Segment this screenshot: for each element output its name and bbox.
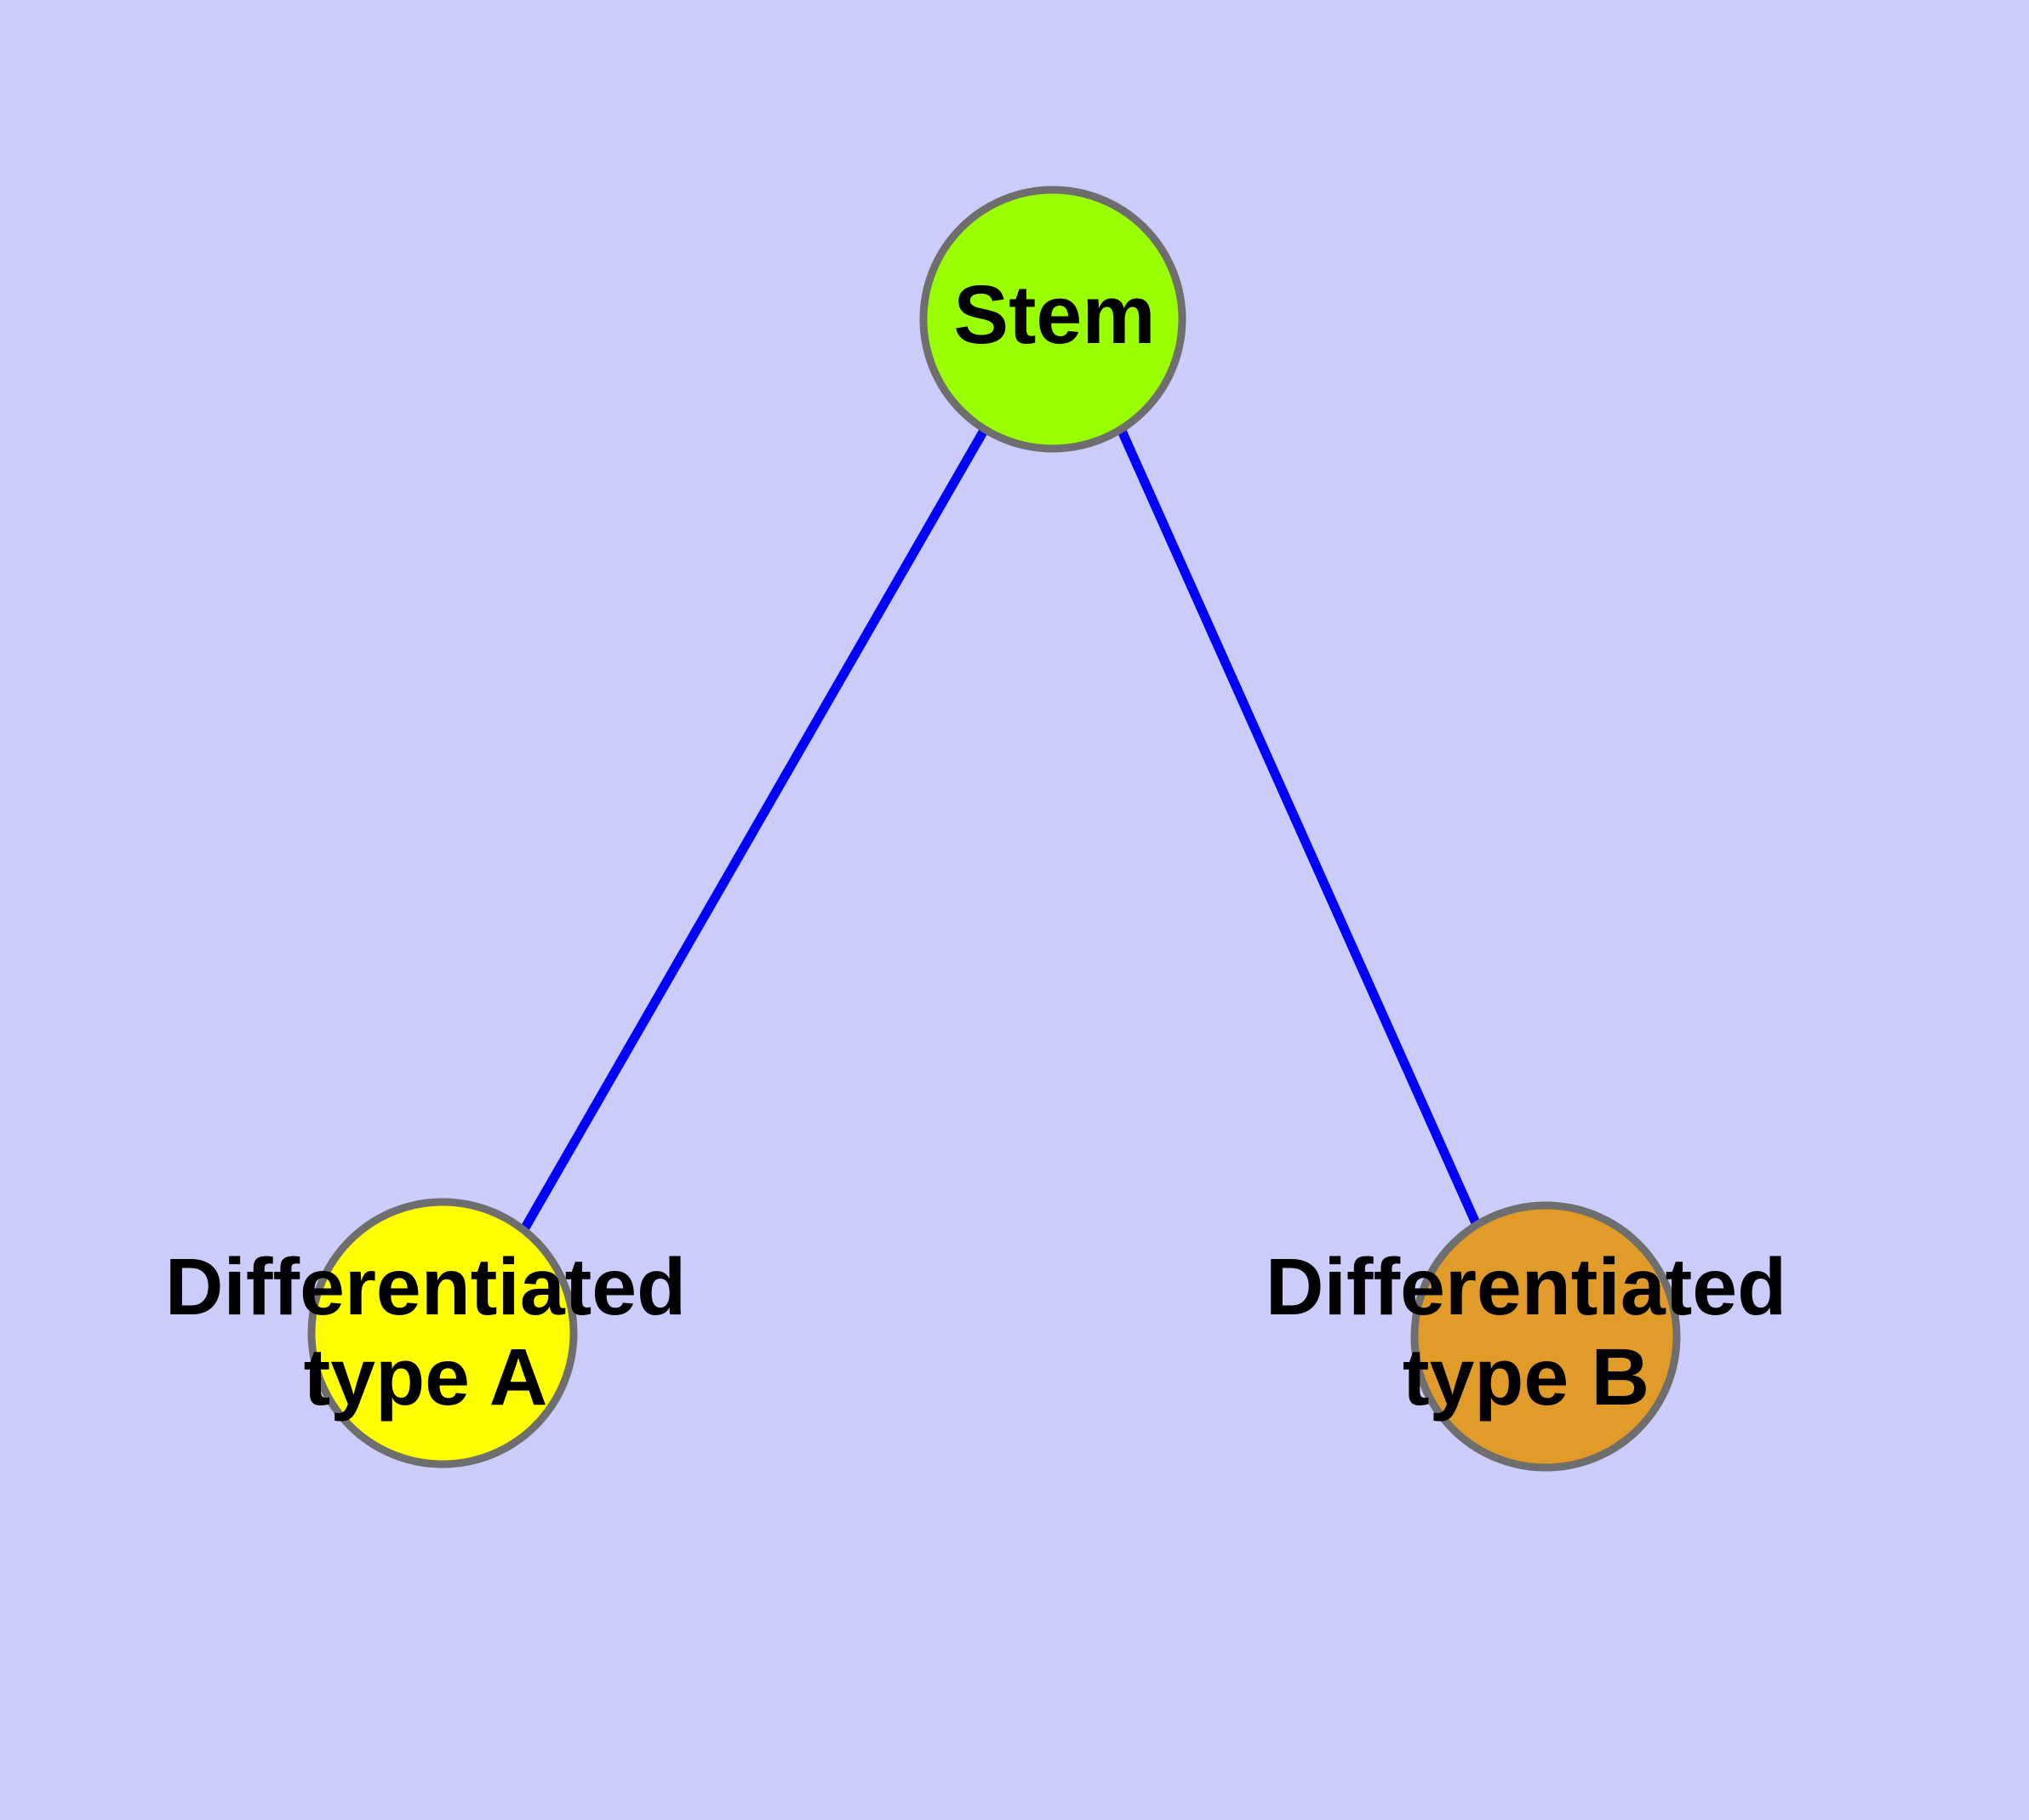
node-label-differentiated-a-line2: type A (304, 1332, 548, 1422)
node-circle-differentiated-b[interactable] (1410, 1201, 1681, 1472)
node-circle-stem[interactable] (919, 186, 1186, 453)
node-label-stem: Stem (953, 268, 1155, 361)
edge-stem-to-differentiated-b[interactable] (1117, 428, 1482, 1228)
node-circle-differentiated-a[interactable] (307, 1198, 578, 1468)
edge-layer (520, 426, 1482, 1232)
node-label-differentiated-b-line2: type B (1403, 1332, 1649, 1422)
edge-stem-to-differentiated-a[interactable] (520, 426, 989, 1232)
node-label-differentiated-b-line1: Differentiated (1266, 1242, 1786, 1332)
node-label-differentiated-a-line1: Differentiated (165, 1242, 686, 1332)
node-differentiated-type-b[interactable] (1410, 1201, 1681, 1472)
node-stem[interactable] (919, 186, 1186, 453)
label-layer: Stem Differentiated type A Differentiate… (165, 268, 1786, 1422)
node-differentiated-type-a[interactable] (307, 1198, 578, 1468)
